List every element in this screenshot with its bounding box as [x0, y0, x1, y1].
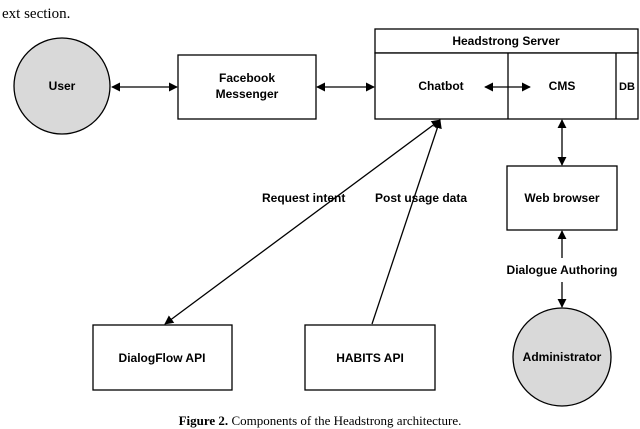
headstrong-server-title: Headstrong Server — [452, 34, 560, 48]
dialogflow-api-box — [92, 324, 233, 391]
headstrong-server-body — [374, 52, 639, 120]
edge-label-request-intent: Request intent — [262, 191, 345, 205]
web-browser-label: Web browser — [524, 191, 599, 205]
cms-label: CMS — [549, 79, 576, 93]
user-node — [13, 37, 111, 135]
caption-label: Figure 2. — [179, 413, 229, 428]
habits-api-box — [304, 324, 436, 391]
edge-label-post-usage-data: Post usage data — [375, 191, 467, 205]
edge-label-dialogue-authoring: Dialogue Authoring — [507, 263, 618, 277]
user-label: User — [49, 79, 76, 93]
administrator-node — [512, 307, 612, 407]
facebook-label-line1: Facebook — [219, 71, 275, 85]
arrow-chatbot-habits — [371, 119, 442, 325]
web-browser-box — [506, 165, 618, 231]
headstrong-server-header — [374, 28, 639, 54]
dialogflow-api-label: DialogFlow API — [119, 351, 206, 365]
chatbot-label: Chatbot — [418, 79, 463, 93]
top-text-fragment: ext section. — [2, 6, 70, 22]
facebook-label-line2: Messenger — [216, 87, 279, 101]
figure-caption: Figure 2. Components of the Headstrong a… — [179, 413, 462, 428]
facebook-messenger-box — [177, 54, 317, 120]
db-label: DB — [619, 81, 635, 93]
administrator-label: Administrator — [523, 350, 602, 364]
caption-text: Components of the Headstrong architectur… — [228, 413, 461, 428]
arrow-chatbot-dialogflow — [164, 119, 441, 325]
habits-api-label: HABITS API — [336, 351, 404, 365]
